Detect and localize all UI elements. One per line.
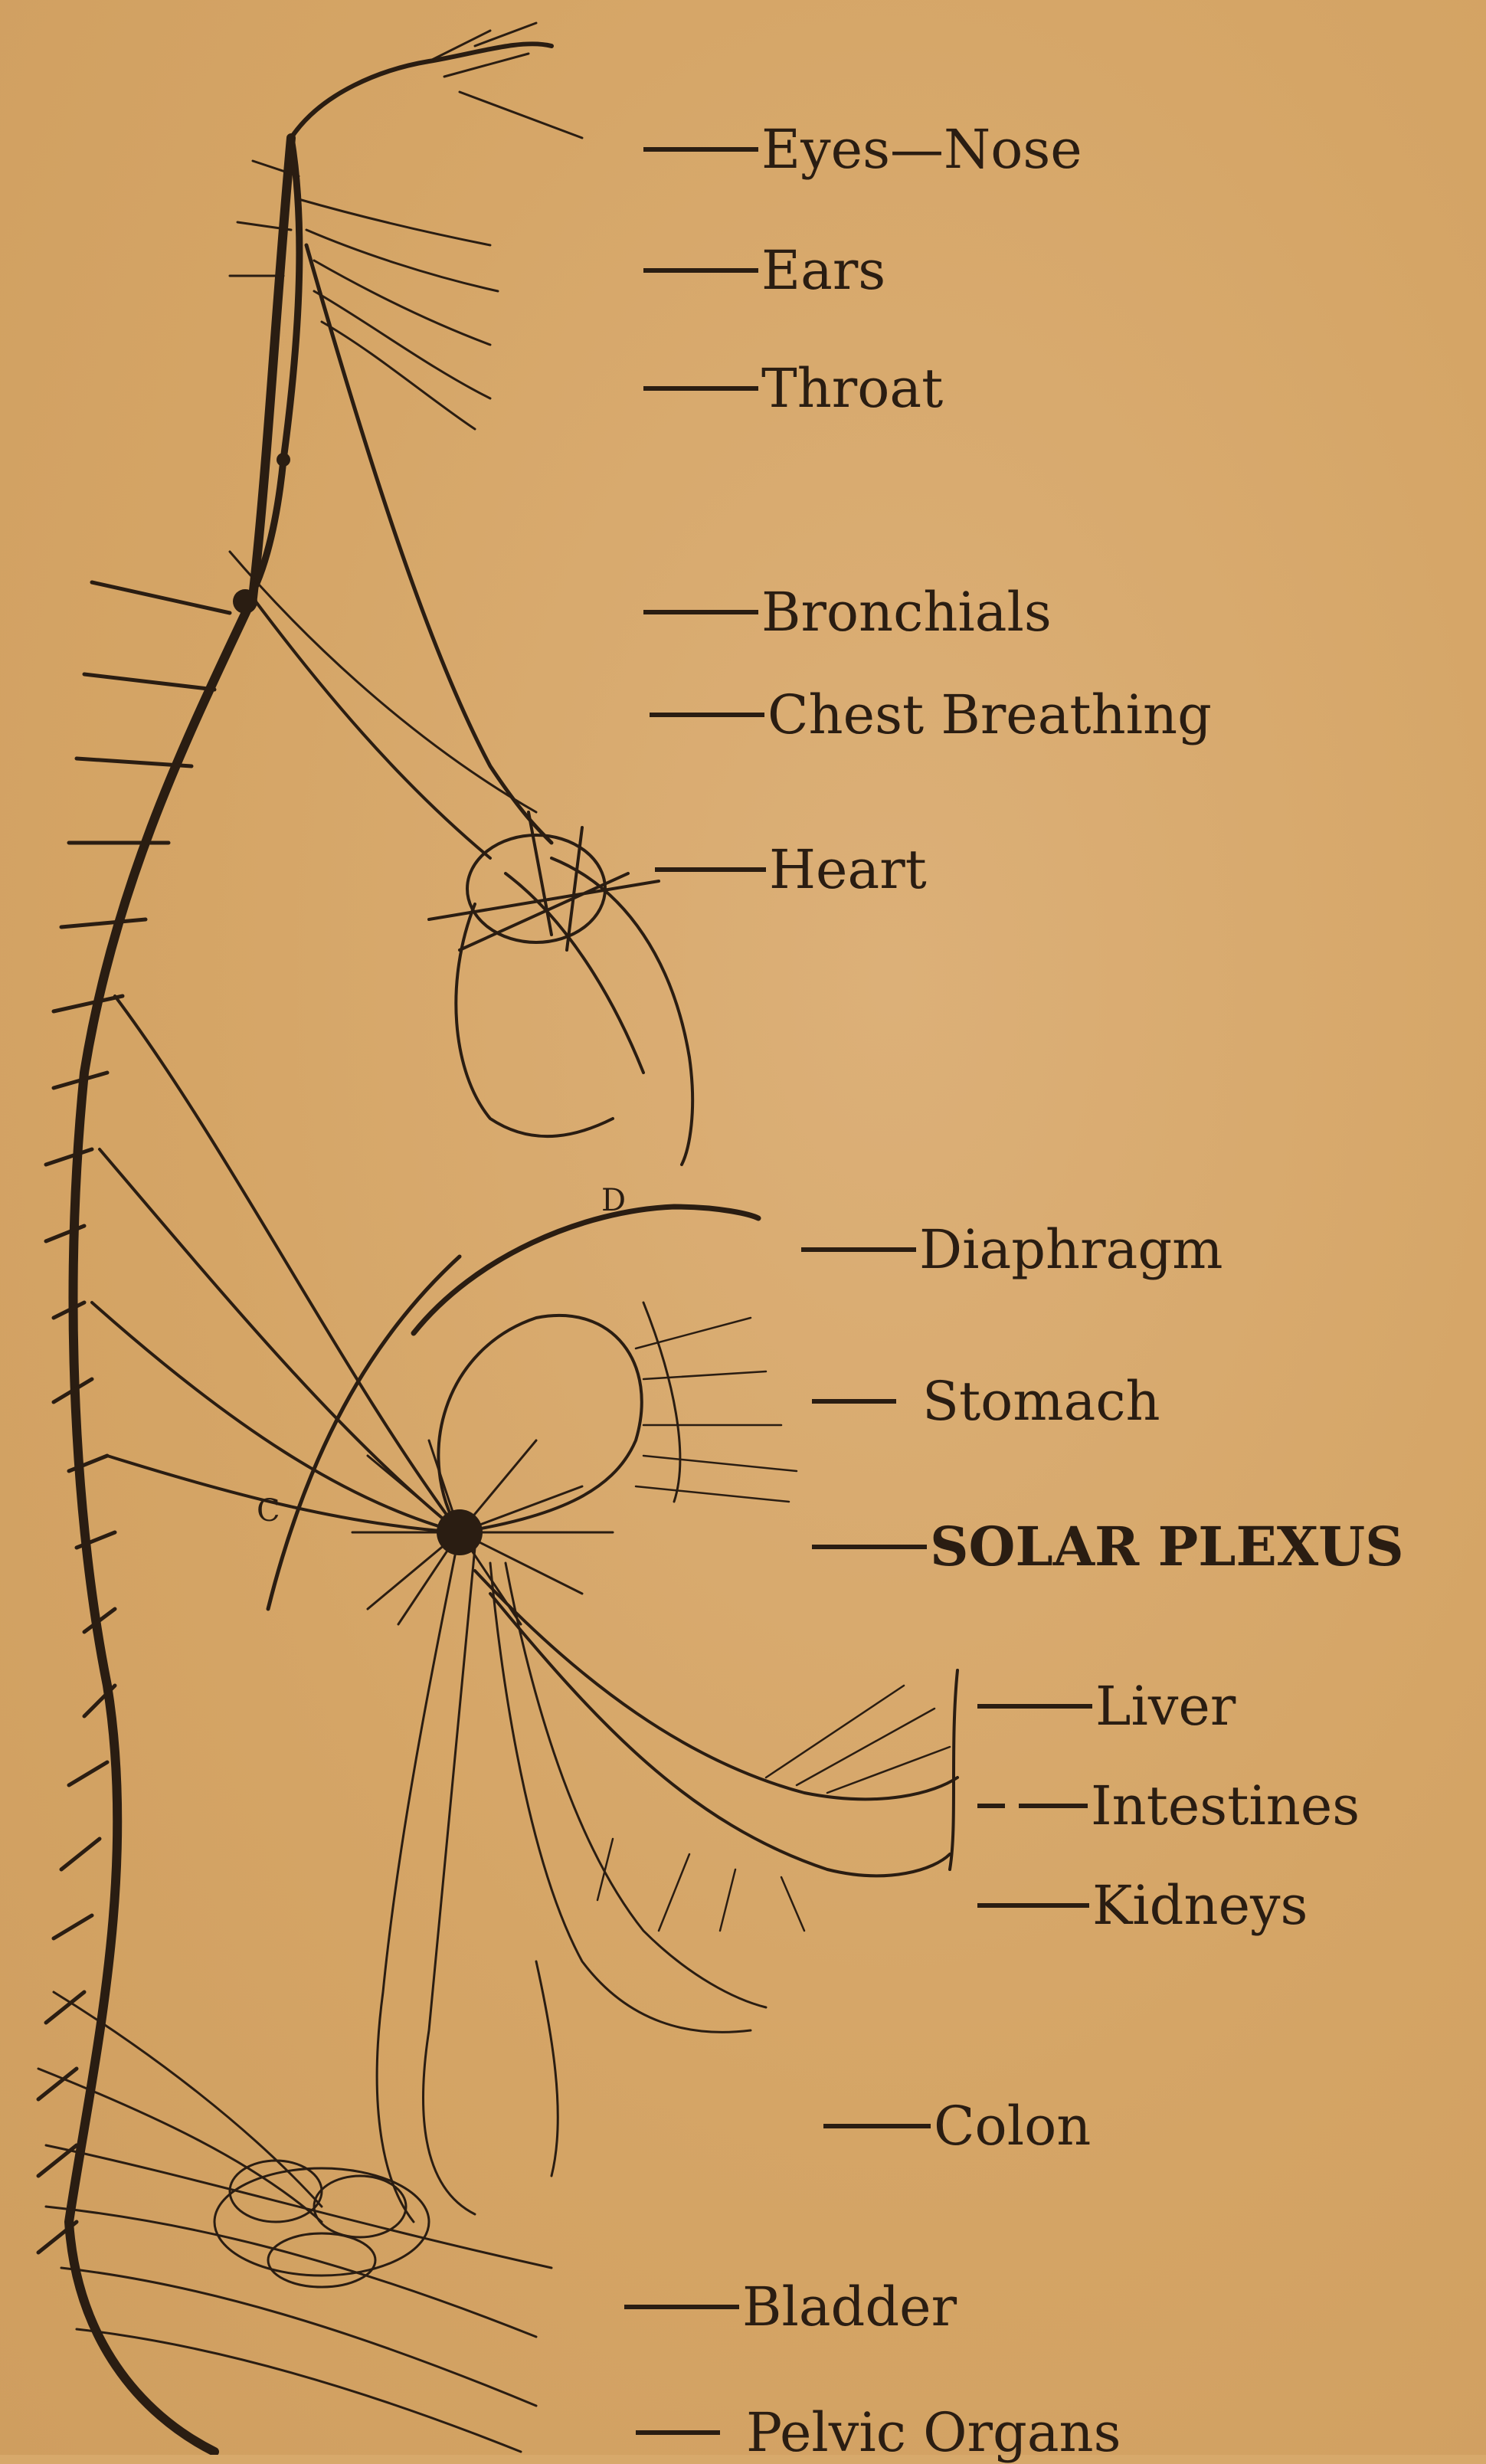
label-chest-breathing: Chest Breathing xyxy=(650,688,1212,742)
leader-line xyxy=(812,1545,927,1549)
leader-line xyxy=(823,2124,931,2128)
leader-line xyxy=(643,147,758,152)
leader-line xyxy=(977,1804,1005,1808)
label-text: Throat xyxy=(761,362,943,415)
label-solar-plexus: SOLAR PLEXUS xyxy=(812,1520,1404,1574)
label-ears: Ears xyxy=(643,244,885,297)
label-pelvic-organs: Pelvic Organs xyxy=(636,2406,1121,2459)
sympathetic-trunk xyxy=(69,138,291,2452)
marker-d: D xyxy=(601,1183,626,1218)
leader-line xyxy=(1019,1804,1088,1808)
label-text: Stomach xyxy=(922,1375,1160,1428)
leader-line xyxy=(977,1704,1092,1709)
label-text: Colon xyxy=(934,2099,1091,2153)
label-text: Bladder xyxy=(742,2280,957,2334)
leader-line xyxy=(643,386,758,391)
label-text: Ears xyxy=(761,244,885,297)
label-diaphragm: Diaphragm xyxy=(801,1223,1223,1276)
label-eyes-nose: Eyes—Nose xyxy=(643,123,1082,176)
label-bladder: Bladder xyxy=(624,2280,957,2334)
label-stomach: Stomach xyxy=(812,1375,1160,1428)
label-text: Bronchials xyxy=(761,585,1052,639)
label-text: Heart xyxy=(769,843,927,896)
marker-c: C xyxy=(257,1493,280,1529)
label-colon: Colon xyxy=(823,2099,1091,2153)
leader-line xyxy=(977,1903,1089,1908)
label-throat: Throat xyxy=(643,362,943,415)
leader-line xyxy=(812,1399,896,1404)
leader-line xyxy=(624,2305,739,2309)
label-heart: Heart xyxy=(655,843,927,896)
leader-line xyxy=(801,1247,916,1252)
label-text: Kidneys xyxy=(1092,1879,1308,1932)
label-text: Chest Breathing xyxy=(768,688,1212,742)
label-intestines: Intestines xyxy=(977,1779,1360,1833)
leader-line xyxy=(636,2430,720,2435)
leader-line xyxy=(655,867,766,872)
label-text: Eyes—Nose xyxy=(761,123,1082,176)
leader-line xyxy=(650,713,764,717)
label-text: Liver xyxy=(1095,1679,1236,1733)
label-text: Pelvic Organs xyxy=(746,2406,1121,2459)
label-text: SOLAR PLEXUS xyxy=(930,1520,1404,1574)
label-text: Intestines xyxy=(1091,1779,1360,1833)
leader-line xyxy=(643,610,758,614)
label-liver: Liver xyxy=(977,1679,1236,1733)
label-kidneys: Kidneys xyxy=(977,1879,1308,1932)
label-bronchials: Bronchials xyxy=(643,585,1052,639)
label-text: Diaphragm xyxy=(919,1223,1223,1276)
leader-line xyxy=(643,268,758,273)
